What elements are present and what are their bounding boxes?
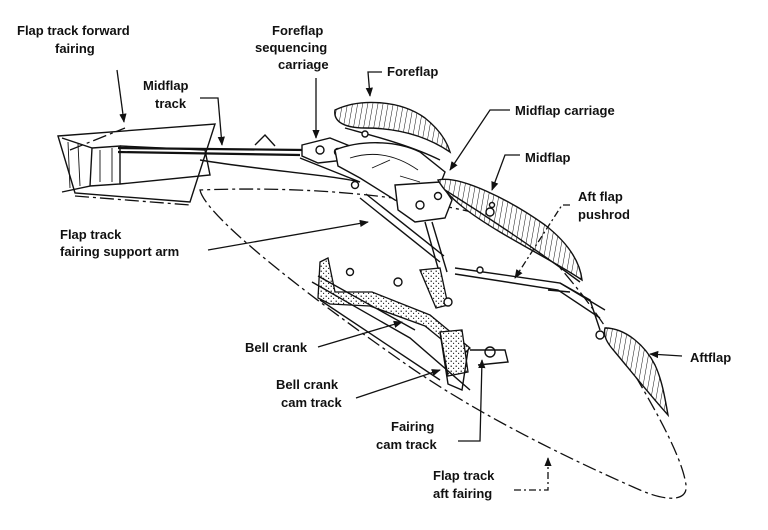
leader-aftflap [649, 350, 683, 359]
carriage-linkage-plate-detail [349, 153, 421, 183]
carriage-bump [254, 133, 276, 147]
label-midflap: Midflap [525, 150, 571, 165]
midflap-lower [444, 189, 581, 283]
leader-fairing-cam-track [458, 359, 486, 442]
fairing-support-arm [359, 193, 445, 263]
leader-midflap-track [200, 97, 225, 146]
bell-crank-pin [393, 277, 403, 287]
leader-cam-track [355, 369, 441, 399]
leader-pushrod [514, 204, 570, 279]
midflap-track-beam [117, 146, 306, 157]
forward-fairing-dashed-edge [69, 127, 191, 206]
midflap-hinge [488, 201, 496, 209]
midflap-hinge [485, 207, 495, 217]
leader-aft-fairing [514, 457, 552, 491]
plate-hole [350, 180, 360, 190]
leader-support-arm [207, 219, 369, 251]
bell-crank-pin [484, 346, 496, 358]
aft-flap-support [547, 282, 601, 331]
leader-foreflap [365, 71, 382, 97]
midflap-airfoil [436, 178, 583, 282]
label-bell-crank: Bell crank [245, 340, 308, 355]
wing-structure-ribs [67, 141, 113, 189]
carriage-roller [315, 145, 325, 155]
plate-hole [415, 200, 425, 210]
foreflap-lower [344, 127, 441, 161]
bell-crank-lower [439, 329, 469, 377]
leader-midflap [491, 154, 520, 191]
foreflap-airfoil [334, 101, 452, 154]
label-foreflap: Foreflap [387, 64, 438, 79]
bell-crank-pin [443, 297, 453, 307]
leader-forward-fairing [116, 69, 127, 123]
pushrod-joint [476, 266, 484, 274]
label-midflap-carriage: Midflap carriage [515, 103, 615, 118]
leader-midflap-carriage [449, 109, 510, 171]
label-aftflap: Aftflap [690, 350, 731, 365]
bell-crank-pin [345, 267, 355, 277]
carriage-strut [424, 221, 448, 276]
pushrod-joint [595, 330, 605, 340]
plate-hole [433, 191, 443, 201]
foreflap-pivot [361, 130, 369, 138]
flap-track-forward-fairing [57, 123, 216, 203]
fairing-cam-track [439, 331, 509, 392]
aftflap-airfoil [603, 327, 670, 418]
bell-crank [317, 257, 471, 357]
aft-flap-pushrod [454, 267, 606, 319]
cam-track-lower-rail [319, 299, 441, 381]
leader-bell-crank [317, 320, 403, 348]
wing-structure [61, 137, 211, 193]
